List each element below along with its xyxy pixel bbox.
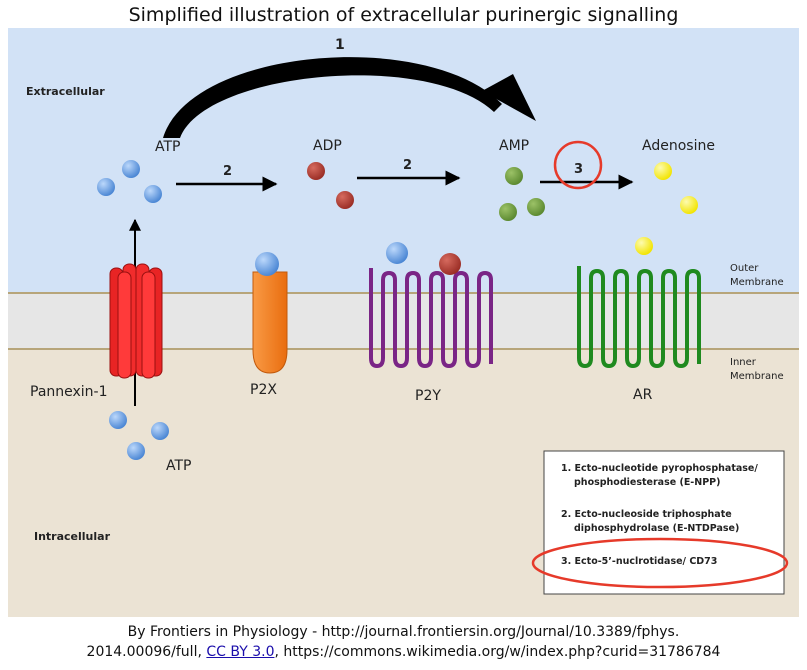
atp-molecule <box>127 442 145 460</box>
curved-arrow-step1-head <box>482 74 536 121</box>
p2y-receptor <box>369 268 493 368</box>
enzyme-legend-box <box>543 450 785 595</box>
credit-line-2-end: , https://commons.wikimedia.org/w/index.… <box>274 644 721 660</box>
step-1-label: 1 <box>335 37 345 53</box>
image-credit: By Frontiers in Physiology - http://jour… <box>0 622 807 662</box>
legend-item-3-highlight-ellipse <box>531 537 789 589</box>
ar-label: AR <box>633 387 653 403</box>
adenosine-receptor <box>577 266 701 368</box>
inner-membrane-label-line2: Membrane <box>730 371 784 382</box>
atp-intracellular-label: ATP <box>166 458 191 474</box>
pannexin-1-channel <box>109 263 163 379</box>
p2x-bound-atp <box>255 252 279 276</box>
p2y-bound-atp <box>386 242 408 264</box>
amp-molecule <box>527 198 545 216</box>
atp-molecule <box>109 411 127 429</box>
diagram-canvas: Extracellular Intracellular Outer Membra… <box>8 28 799 617</box>
extracellular-label: Extracellular <box>26 85 105 98</box>
legend-item-2-line1: 2. Ecto-nucleoside triphosphate <box>561 509 732 520</box>
step-3-label: 3 <box>574 162 583 177</box>
license-link[interactable]: CC BY 3.0 <box>206 644 275 660</box>
adenosine-molecule <box>635 237 653 255</box>
legend-item-2-line2: diphosphydrolase (E-NTDPase) <box>574 523 739 534</box>
step-2a-label: 2 <box>223 164 232 179</box>
outer-membrane-label-line2: Membrane <box>730 277 784 288</box>
amp-molecule <box>505 167 523 185</box>
signalling-diagram: Extracellular Intracellular Outer Membra… <box>8 28 799 617</box>
legend-item-1-line2: phosphodiesterase (E-NPP) <box>574 477 720 488</box>
adenosine-molecule <box>654 162 672 180</box>
credit-line-1: By Frontiers in Physiology - http://jour… <box>127 624 680 640</box>
p2x-receptor <box>252 271 288 374</box>
inner-membrane-label-line1: Inner <box>730 357 757 368</box>
amp-molecule <box>499 203 517 221</box>
page-title: Simplified illustration of extracellular… <box>128 4 679 26</box>
intracellular-label: Intracellular <box>34 530 111 543</box>
p2x-label: P2X <box>250 382 277 398</box>
pannexin-1-label: Pannexin-1 <box>30 384 108 400</box>
atp-molecule <box>97 178 115 196</box>
adenosine-molecule <box>680 196 698 214</box>
credit-line-2: 2014.00096/full, CC BY 3.0, https://comm… <box>0 642 807 662</box>
atp-label: ATP <box>155 139 180 155</box>
adp-label: ADP <box>313 138 342 154</box>
credit-line-2-start: 2014.00096/full, <box>86 644 207 660</box>
adp-molecule <box>307 162 325 180</box>
legend-item-1-line1: 1. Ecto-nucleotide pyrophosphatase/ <box>561 463 758 474</box>
adenosine-label: Adenosine <box>642 138 715 154</box>
adp-molecule <box>336 191 354 209</box>
curved-arrow-step1 <box>163 57 502 138</box>
atp-molecule <box>144 185 162 203</box>
p2y-label: P2Y <box>415 388 441 404</box>
legend-item-3: 3. Ecto-5’-nuclrotidase/ CD73 <box>561 556 717 567</box>
atp-molecule <box>151 422 169 440</box>
amp-label: AMP <box>499 138 529 154</box>
step-3-highlight-circle <box>553 140 603 190</box>
outer-membrane-label-line1: Outer <box>730 263 759 274</box>
p2y-bound-adp <box>439 253 461 275</box>
atp-molecule <box>122 160 140 178</box>
step-2b-label: 2 <box>403 158 412 173</box>
